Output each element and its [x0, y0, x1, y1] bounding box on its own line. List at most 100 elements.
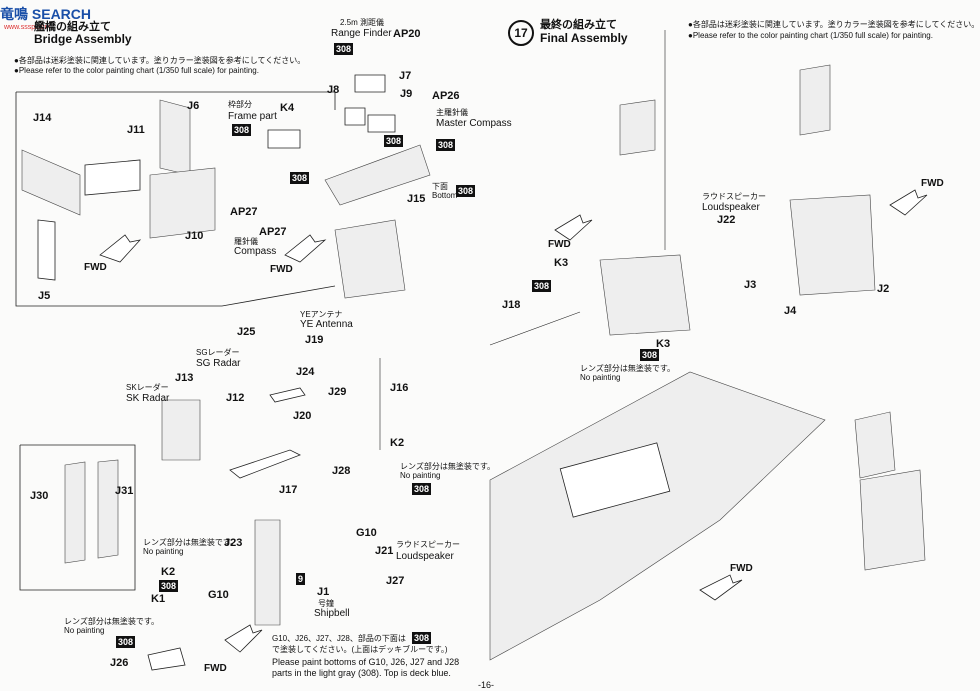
part-j10 — [149, 167, 216, 239]
left-note-jp: ●各部品は迷彩塗装に関連しています。塗りカラー塗装図を参考にしてください。 — [14, 56, 306, 65]
label-k1: K1 — [151, 593, 166, 605]
label-j18: J18 — [502, 299, 521, 311]
fwd-arrow-r2 — [554, 214, 593, 241]
label-k2a: K2 — [390, 437, 405, 449]
part-j17-tower — [254, 519, 281, 626]
label-j29: J29 — [328, 386, 347, 398]
ye-antenna-jp: YEアンテナ — [300, 310, 343, 319]
label-j15: J15 — [407, 193, 426, 205]
label-j22: J22 — [717, 214, 736, 226]
watermark: 竜鳴 SEARCH — [0, 6, 92, 22]
nopaint-en-right: No painting — [580, 373, 621, 382]
fwd-arrow-2 — [284, 234, 327, 263]
nopaint-jp-b: レンズ部分は無塗装です。 — [143, 538, 239, 547]
label-j12: J12 — [226, 392, 245, 404]
bottom-note-en2: parts in the light gray (308). Top is de… — [272, 668, 451, 678]
badge-308-e: 308 — [290, 172, 310, 184]
label-j6: J6 — [187, 100, 200, 112]
label-j5: J5 — [38, 290, 51, 302]
label-j13: J13 — [175, 372, 194, 384]
nopaint-en-b: No painting — [143, 547, 184, 556]
part-j5 — [37, 219, 56, 281]
loudspeaker-en-right: Loudspeaker — [702, 202, 760, 213]
fwd-arrow-r1 — [889, 189, 928, 216]
compass-jp: 羅針儀 — [234, 237, 258, 246]
flight-deck — [489, 371, 826, 661]
badge-308-d: 308 — [232, 124, 252, 136]
part-j11 — [84, 159, 141, 196]
left-step-title-en: Bridge Assembly — [34, 32, 132, 46]
range-finder-en: Range Finder — [331, 28, 392, 39]
badge-308-h: 308 — [159, 580, 179, 592]
part-j6 — [159, 99, 191, 176]
fwd-label-r1: FWD — [921, 178, 944, 189]
part-j13 — [161, 399, 201, 461]
part-j20-platform — [229, 449, 301, 479]
sg-radar-en: SG Radar — [196, 358, 241, 369]
label-j30: J30 — [30, 490, 49, 502]
label-j19: J19 — [305, 334, 324, 346]
label-j7: J7 — [399, 70, 412, 82]
bottom-jp: 下面 — [432, 182, 448, 191]
label-j31: J31 — [115, 485, 134, 497]
badge-308-j: 308 — [412, 632, 432, 644]
part-k4 — [267, 129, 301, 149]
nopaint-en-a: No painting — [400, 471, 441, 480]
radar-panel — [619, 99, 656, 156]
label-k4: K4 — [280, 102, 295, 114]
bottom-note-en1: Please paint bottoms of G10, J26, J27 an… — [272, 657, 460, 667]
watermark-sub: www.sssp.com — [4, 24, 51, 31]
label-j23: J23 — [224, 537, 243, 549]
part-j8 — [344, 107, 366, 126]
part-j26 — [147, 647, 186, 671]
part-j24 — [269, 387, 306, 403]
part-j14 — [21, 149, 81, 216]
label-j11: J11 — [127, 124, 145, 136]
radar-panel-2 — [799, 64, 831, 136]
compass-en: Compass — [234, 246, 277, 257]
label-g10a: G10 — [208, 589, 229, 601]
label-j25: J25 — [237, 326, 256, 338]
fwd-label-r2: FWD — [548, 239, 571, 250]
bottom-note-jp2: で塗装してください。(上面はデッキブルーです。) — [272, 645, 448, 654]
label-j26: J26 — [110, 657, 129, 669]
frame-part-en: Frame part — [228, 111, 277, 122]
fwd-arrow-3 — [224, 624, 263, 653]
bottom-note-jp1: G10、J26、J27、J28、部品の下面は — [272, 634, 406, 643]
fwd-label-1: FWD — [84, 262, 107, 273]
badge-308-f: 308 — [456, 185, 476, 197]
island-base — [599, 254, 691, 336]
nopaint-jp-right: レンズ部分は無塗装です。 — [580, 364, 676, 373]
badge-308-g: 308 — [412, 483, 432, 495]
page-number: -16- — [478, 680, 495, 690]
bridge-lower — [334, 219, 406, 299]
shipbell-jp: 号鐘 — [318, 599, 334, 608]
badge-308-a: 308 — [334, 43, 354, 55]
label-k3b: K3 — [656, 338, 671, 350]
fwd-label-r3: FWD — [730, 563, 753, 574]
label-j1: J1 — [317, 586, 330, 598]
part-j7 — [354, 74, 386, 93]
fwd-label-3: FWD — [204, 663, 227, 674]
label-j16: J16 — [390, 382, 409, 394]
island-2 — [789, 194, 876, 296]
sk-radar-jp: SKレーダー — [126, 383, 169, 392]
part-j30-a — [64, 461, 86, 564]
label-j28: J28 — [332, 465, 351, 477]
label-g10b: G10 — [356, 527, 377, 539]
label-j21: J21 — [375, 545, 394, 557]
badge-308-c: 308 — [384, 135, 404, 147]
label-ap20: AP20 — [393, 28, 421, 40]
sk-radar-en: SK Radar — [126, 393, 170, 404]
elevator — [559, 442, 671, 518]
label-j2: J2 — [877, 283, 890, 295]
label-j10: J10 — [185, 230, 204, 242]
part-j18 — [489, 311, 581, 346]
step-number-17: 17 — [508, 20, 534, 46]
island-3-top — [854, 411, 896, 479]
frame-part-jp: 枠部分 — [228, 100, 252, 109]
label-j3: J3 — [744, 279, 757, 291]
label-j8: J8 — [327, 84, 340, 96]
